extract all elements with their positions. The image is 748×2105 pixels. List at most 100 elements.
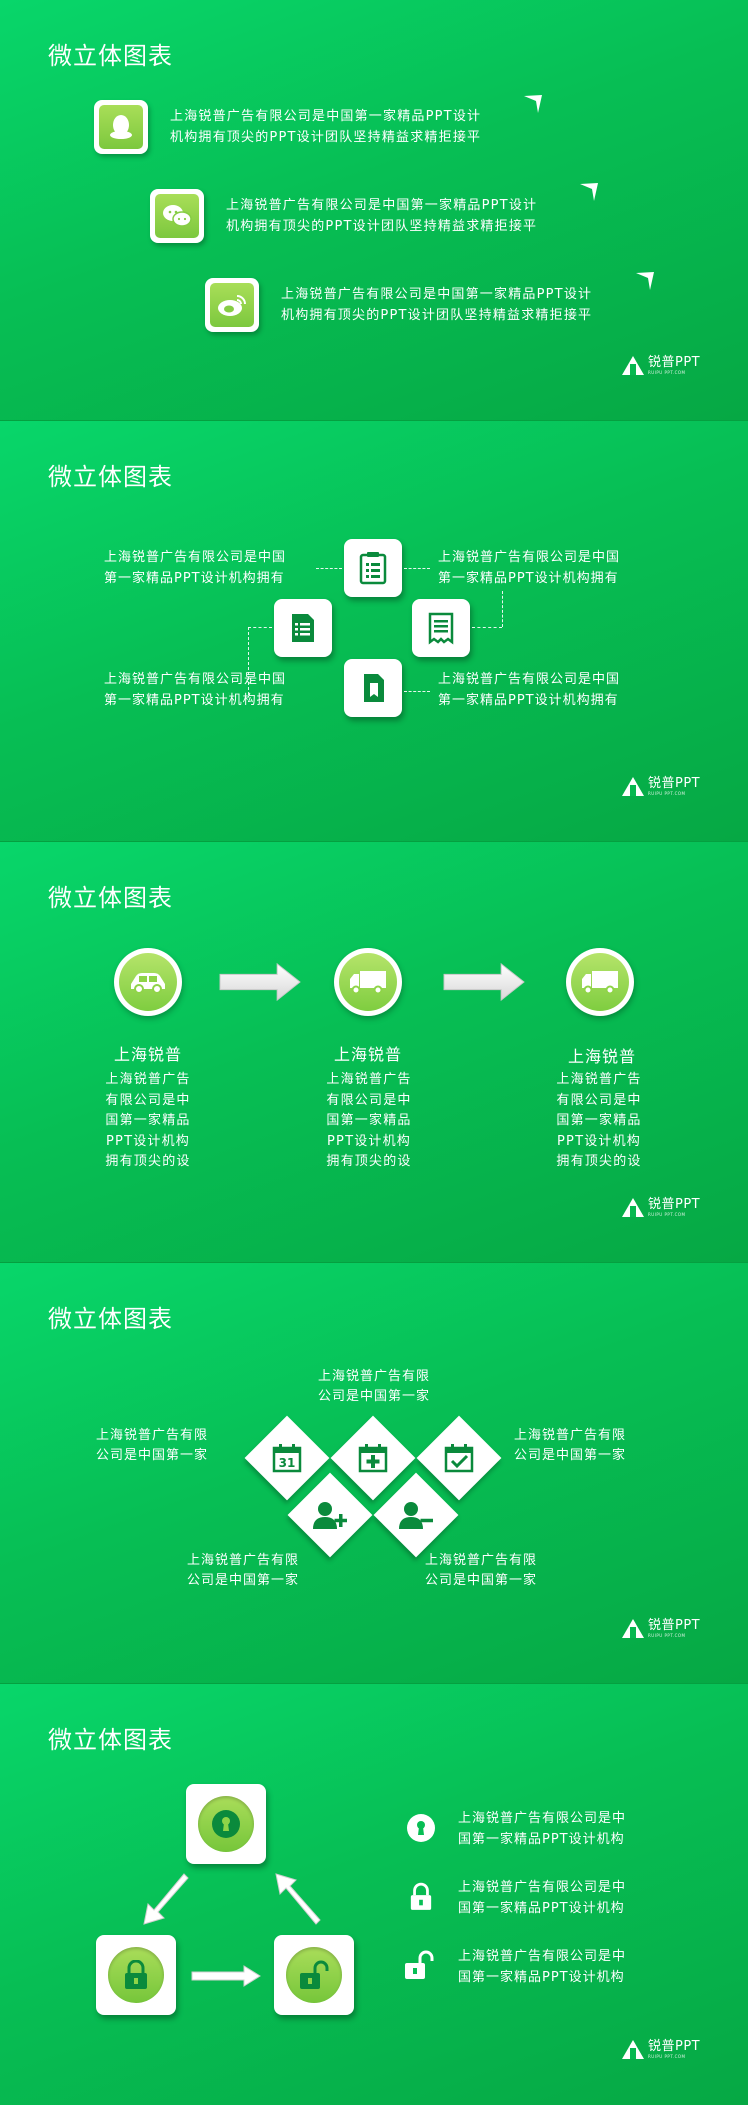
text-right: 上海锐普广告有限 公司是中国第一家	[505, 1426, 635, 1466]
arrow-right-icon	[191, 1965, 261, 1987]
logo-name: 锐普PPT	[648, 355, 701, 370]
text-line: 机构拥有顶尖的PPT设计团队坚持精益求精拒接平	[226, 219, 538, 234]
connector	[248, 627, 249, 695]
checklist-tile	[344, 539, 402, 597]
logo-name: 锐普PPT	[648, 2039, 701, 2054]
text-line: 第一家精品PPT设计机构拥有	[438, 693, 619, 708]
text-bottom-right: 上海锐普广告有限公司是中国 第一家精品PPT设计机构拥有	[438, 669, 620, 711]
text-line: 有限公司是中	[556, 1092, 642, 1108]
connector	[248, 627, 272, 628]
text-top-left: 上海锐普广告有限公司是中国 第一家精品PPT设计机构拥有	[104, 547, 286, 589]
arrow-up-right-icon	[275, 1873, 321, 1925]
text-line: 上海锐普广告	[105, 1072, 191, 1087]
logo-icon	[622, 1619, 644, 1638]
text-line: 上海锐普广告有限公司是中	[458, 1949, 627, 1964]
logo-name: 锐普PPT	[648, 1618, 701, 1633]
lock-icon	[125, 1960, 147, 1989]
weibo-icon	[218, 295, 246, 316]
text-line: 有限公司是中	[105, 1092, 191, 1108]
remove-user-icon	[399, 1502, 433, 1529]
qq-tile	[94, 100, 148, 154]
text-line: 上海锐普广告	[326, 1072, 412, 1087]
text-line: 公司是中国第一家	[424, 1573, 537, 1588]
text-line: 拥有顶尖的设	[326, 1154, 412, 1169]
text-line: 上海锐普广告有限	[95, 1428, 208, 1443]
step-circle-1	[114, 948, 182, 1016]
text-line: 公司是中国第一家	[186, 1573, 299, 1588]
wechat-tile	[150, 189, 204, 243]
checklist-icon	[359, 552, 387, 585]
connector	[472, 627, 502, 628]
mobile-document-icon	[364, 674, 384, 702]
slide-2: 微立体图表 上海锐普广告有限公	[0, 421, 748, 842]
text-bottom-right: 上海锐普广告有限 公司是中国第一家	[416, 1551, 546, 1591]
text-line: 国第一家精品	[556, 1113, 642, 1128]
calendar-add-holder	[353, 1438, 393, 1478]
text-line: 国第一家精品	[105, 1113, 191, 1128]
slide-4: 微立体图表 上海锐普广告有限 公司是中国第一家 上海锐普广告有限 公司是中国第一…	[0, 1263, 748, 1684]
text-item-1: 上海锐普广告有限公司是中 国第一家精品PPT设计机构	[458, 1808, 658, 1850]
mobile-document-tile	[344, 659, 402, 717]
step-heading-2: 上海锐普	[333, 1045, 402, 1064]
text-line: 上海锐普广告有限公司是中国	[438, 672, 621, 687]
text-line: 第一家精品PPT设计机构拥有	[438, 571, 619, 586]
text-item-3: 上海锐普广告有限公司是中 国第一家精品PPT设计机构	[458, 1946, 658, 1988]
step-body-3: 上海锐普广告 有限公司是中 国第一家精品 PPT设计机构 拥有顶尖的设	[544, 1070, 654, 1173]
text-line: 上海锐普广告有限	[186, 1553, 299, 1568]
text-line: 上海锐普广告有限公司是中国第一家精品PPT设计	[281, 287, 593, 302]
slide-title: 微立体图表	[48, 1305, 173, 1333]
flag-icon	[636, 272, 654, 290]
logo-sub: RUIPU PPT.COM	[648, 1212, 686, 1217]
text-line: 国第一家精品PPT设计机构	[458, 1832, 625, 1847]
text-line: 国第一家精品PPT设计机构	[458, 1901, 625, 1916]
text-line: 上海锐普广告有限公司是中国第一家精品PPT设计	[226, 198, 538, 213]
truck-icon	[582, 971, 618, 995]
add-user-icon	[313, 1502, 347, 1529]
text-line: 拥有顶尖的设	[556, 1154, 642, 1169]
text-line: 国第一家精品PPT设计机构	[458, 1970, 625, 1985]
lock-tile	[96, 1935, 176, 2015]
logo-sub: RUIPU PPT.COM	[648, 370, 686, 375]
calendar-icon: 31	[272, 1444, 302, 1473]
receipt-tile	[412, 599, 470, 657]
arrow-down-left-icon	[143, 1873, 189, 1925]
keyhole-icon	[212, 1810, 240, 1838]
truck-icon	[350, 971, 386, 995]
slide-3: 微立体图表	[0, 842, 748, 1263]
text-line: 国第一家精品	[326, 1113, 412, 1128]
text-line: 第一家精品PPT设计机构拥有	[104, 571, 285, 586]
text-block-3: 上海锐普广告有限公司是中国第一家精品PPT设计 机构拥有顶尖的PPT设计团队坚持…	[281, 284, 661, 326]
arrow-right-icon	[219, 962, 301, 1002]
keyhole-item-icon-holder	[406, 1813, 436, 1843]
text-line: 拥有顶尖的设	[105, 1154, 191, 1169]
qq-penguin-icon	[110, 115, 132, 139]
unlock-tile	[274, 1935, 354, 2015]
document-list-tile	[274, 599, 332, 657]
logo-sub: RUIPU PPT.COM	[648, 791, 686, 796]
text-line: 上海锐普广告有限公司是中	[458, 1880, 627, 1895]
lock-icon	[410, 1882, 432, 1910]
step-body-2: 上海锐普广告 有限公司是中 国第一家精品 PPT设计机构 拥有顶尖的设	[314, 1070, 424, 1173]
logo-icon	[622, 1198, 644, 1217]
connector	[404, 691, 430, 692]
slide-5: 微立体图表	[0, 1684, 748, 2105]
weibo-tile	[205, 278, 259, 332]
slide-title: 微立体图表	[48, 1726, 173, 1754]
unlock-icon	[405, 1950, 434, 1979]
remove-user-holder	[396, 1495, 436, 1535]
slide-title: 微立体图表	[48, 884, 173, 912]
unlock-icon	[300, 1960, 329, 1989]
text-line: PPT设计机构	[556, 1133, 642, 1149]
logo-icon	[622, 777, 644, 796]
text-left: 上海锐普广告有限 公司是中国第一家	[87, 1426, 217, 1466]
text-line: 有限公司是中	[326, 1092, 412, 1108]
text-block-2: 上海锐普广告有限公司是中国第一家精品PPT设计 机构拥有顶尖的PPT设计团队坚持…	[226, 195, 606, 237]
text-line: 上海锐普广告有限公司是中国	[104, 550, 287, 565]
step-body-1: 上海锐普广告 有限公司是中 国第一家精品 PPT设计机构 拥有顶尖的设	[93, 1070, 203, 1173]
connector	[502, 591, 503, 627]
